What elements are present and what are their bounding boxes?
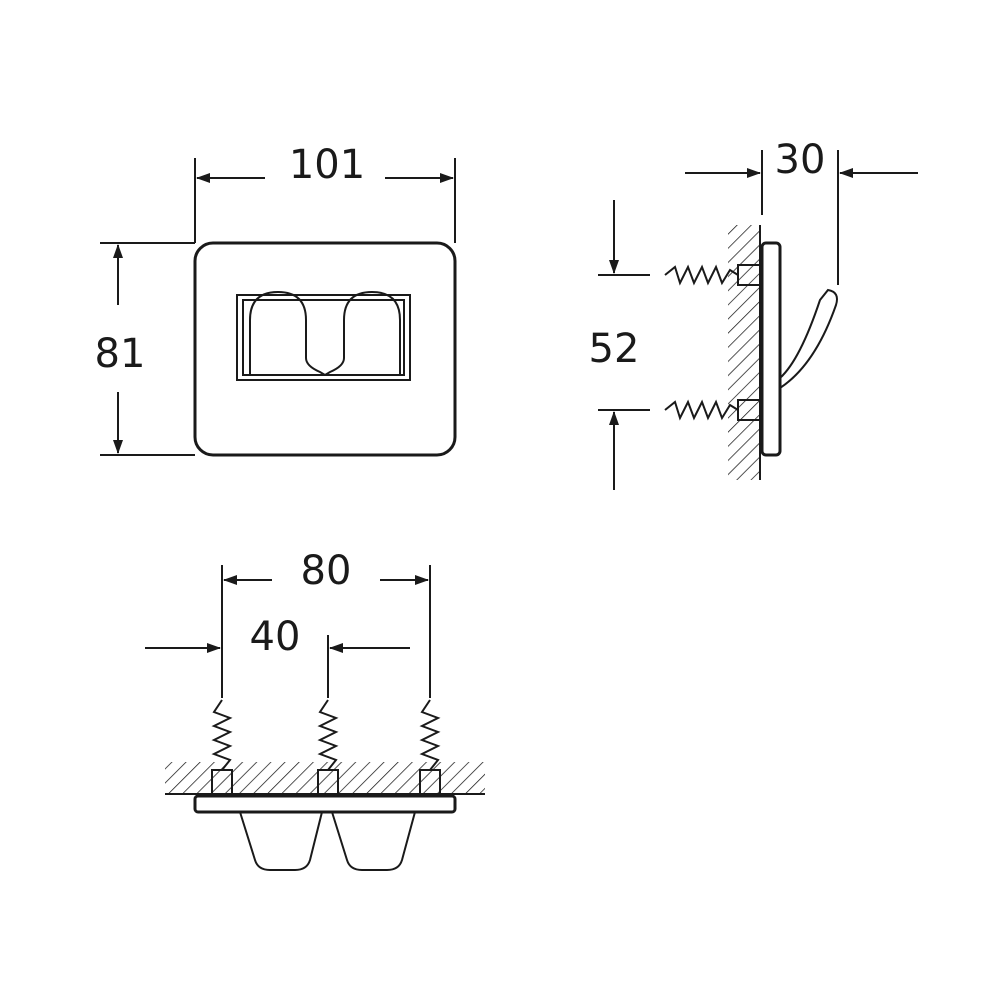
screw-left	[211, 699, 233, 795]
width-label: 101	[289, 142, 365, 188]
screw-spacing-total-label: 80	[301, 548, 352, 594]
bottom-view: 80 40	[145, 548, 485, 871]
height-label: 81	[95, 331, 146, 377]
screw-spacing-half-label: 40	[250, 614, 301, 660]
button-right	[324, 290, 401, 376]
screw-bottom	[664, 399, 761, 421]
plate-side	[760, 241, 782, 457]
front-view: 101 81	[95, 142, 457, 457]
depth-label: 30	[775, 137, 826, 183]
button-side	[779, 288, 838, 389]
wall-hatch	[728, 225, 760, 480]
button-cup-right	[331, 811, 416, 871]
side-view: 52 30	[589, 137, 918, 490]
screw-top	[664, 264, 761, 286]
screw-right	[419, 699, 441, 795]
button-left	[249, 290, 326, 376]
plate-bottom	[193, 794, 457, 814]
plate-outline	[193, 241, 457, 457]
button-cup-left	[239, 811, 323, 871]
button-recess-inner	[242, 299, 405, 376]
screw-spacing-vertical-label: 52	[589, 326, 640, 372]
screw-middle	[317, 699, 339, 795]
button-recess	[236, 294, 411, 381]
